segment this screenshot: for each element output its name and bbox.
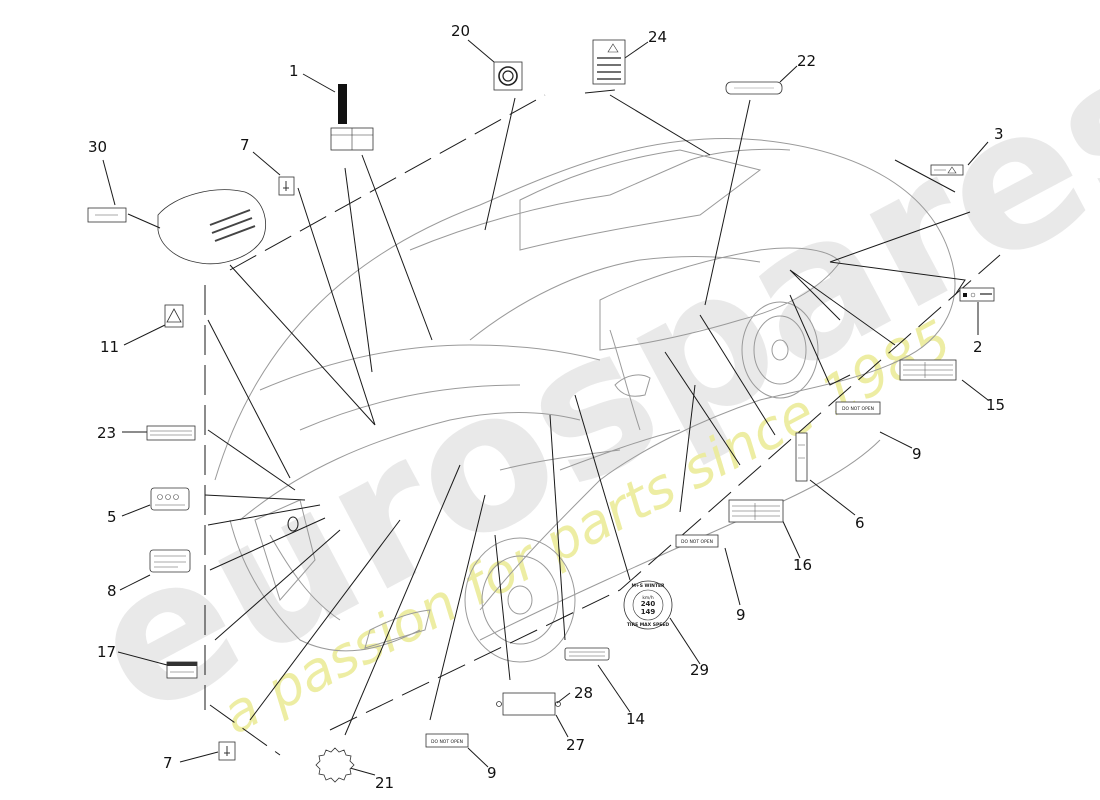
callout-23: 23 [97, 424, 116, 442]
do-not-open-text: DO NOT OPEN [681, 539, 713, 545]
label-part-11 [164, 304, 184, 328]
label-part-9-right: DO NOT OPEN [835, 401, 881, 415]
label-part-9-middle: DO NOT OPEN [675, 534, 719, 548]
label-part-14 [564, 647, 610, 661]
callout-24: 24 [648, 28, 667, 46]
label-part-22 [725, 81, 783, 95]
engine-cover [127, 189, 266, 265]
label-part-24 [592, 39, 626, 85]
leader-lines [102, 39, 989, 776]
callout-20: 20 [451, 22, 470, 40]
label-part-9-bottom: DO NOT OPEN [425, 733, 469, 748]
callout-6: 6 [855, 514, 865, 532]
label-part-17 [166, 661, 198, 679]
do-not-open-text: DO NOT OPEN [842, 406, 874, 412]
do-not-open-text: DO NOT OPEN [431, 739, 463, 745]
label-part-29: M+S WINTER km/h 240 149 TIRE MAX SPEED [623, 580, 673, 630]
callout-11: 11 [100, 338, 119, 356]
tyre-badge-bottom: TIRE MAX SPEED [627, 622, 670, 628]
label-part-2 [959, 287, 995, 302]
callout-16: 16 [793, 556, 812, 574]
label-part-30 [87, 207, 127, 223]
car-outline [214, 137, 956, 663]
callout-5: 5 [107, 508, 117, 526]
callout-17: 17 [97, 643, 116, 661]
label-thumbnails: DO NOT OPEN DO NOT OPEN M+S WINTER km/h [87, 39, 995, 783]
tyre-badge-top: M+S WINTER [631, 583, 665, 589]
label-part-8 [149, 549, 191, 573]
callout-2: 2 [973, 338, 983, 356]
callout-7a: 7 [240, 136, 250, 154]
callout-22: 22 [797, 52, 816, 70]
callout-3: 3 [994, 125, 1004, 143]
label-part-16 [728, 499, 784, 523]
callout-1: 1 [289, 62, 299, 80]
callout-27: 27 [566, 736, 585, 754]
tyre-badge-kmh-value: 240 [641, 600, 656, 608]
label-part-23 [146, 425, 196, 441]
label-part-1 [330, 84, 374, 151]
callout-9a: 9 [912, 445, 922, 463]
dashed-frame [204, 89, 1001, 756]
label-part-3 [930, 164, 964, 176]
callout-30: 30 [88, 138, 107, 156]
tyre-badge-kmh: km/h [642, 595, 654, 601]
callout-29: 29 [690, 661, 709, 679]
tyre-badge-mph-value: 149 [641, 608, 656, 616]
callout-21: 21 [375, 774, 394, 792]
label-part-20 [493, 61, 523, 91]
callout-28: 28 [574, 684, 593, 702]
callout-9b: 9 [736, 606, 746, 624]
callout-14: 14 [626, 710, 645, 728]
label-part-21 [315, 747, 355, 783]
label-part-7-top [278, 176, 295, 196]
label-part-7-bottom [218, 741, 236, 761]
callout-15: 15 [986, 396, 1005, 414]
label-part-6 [795, 432, 808, 482]
label-part-27 [496, 692, 561, 716]
label-part-5 [150, 487, 190, 511]
callout-numbers: 1 2 3 5 6 7 7 8 9 9 9 11 14 15 16 17 20 … [88, 22, 1005, 792]
callout-9c: 9 [487, 764, 497, 782]
callout-7b: 7 [163, 754, 173, 772]
callout-8: 8 [107, 582, 117, 600]
label-part-15 [899, 359, 957, 381]
